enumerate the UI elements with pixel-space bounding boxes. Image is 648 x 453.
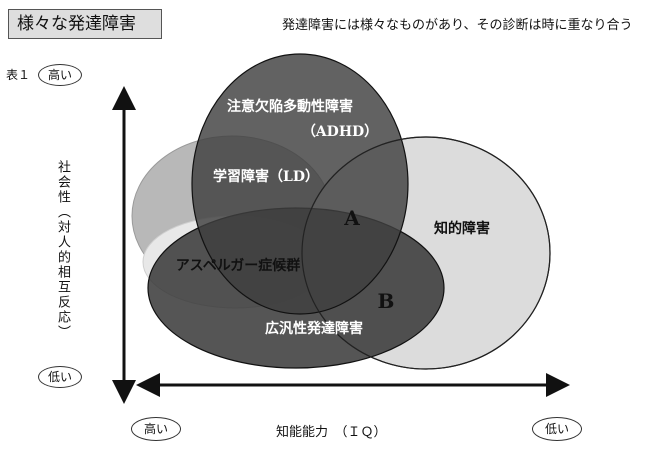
adhd-label-line2: （ADHD）: [302, 124, 378, 140]
x-axis-low-oval: 低い: [532, 417, 582, 441]
intellectual-disability-outline: [301, 136, 551, 370]
region-a-label: A: [343, 206, 360, 230]
y-axis-high-oval: 高い: [38, 64, 82, 86]
table-label-text: 表１: [6, 68, 31, 82]
y-axis-label: 社会性（対人的相互反応）: [55, 160, 70, 340]
x-axis-label: 知能能力 （ＩＱ）: [276, 425, 387, 440]
y-axis-low-oval: 低い: [38, 366, 82, 388]
adhd-set: [191, 53, 409, 315]
region-b-label: B: [378, 289, 395, 313]
table-label: 表１: [6, 66, 30, 83]
page-title: 様々な発達障害: [8, 9, 162, 39]
pdd-label: 広汎性発達障害: [265, 320, 363, 337]
ld-label: 学習障害（LD）: [213, 168, 319, 185]
intellectual-disability-label: 知的障害: [434, 220, 490, 237]
page-subtitle: 発達障害には様々なものがあり、その診断は時に重なり合う: [282, 18, 633, 33]
asperger-label: アスペルガー症候群: [176, 257, 301, 274]
x-axis-high-oval: 高い: [131, 417, 181, 441]
adhd-label-line1: 注意欠陥多動性障害: [227, 98, 353, 115]
